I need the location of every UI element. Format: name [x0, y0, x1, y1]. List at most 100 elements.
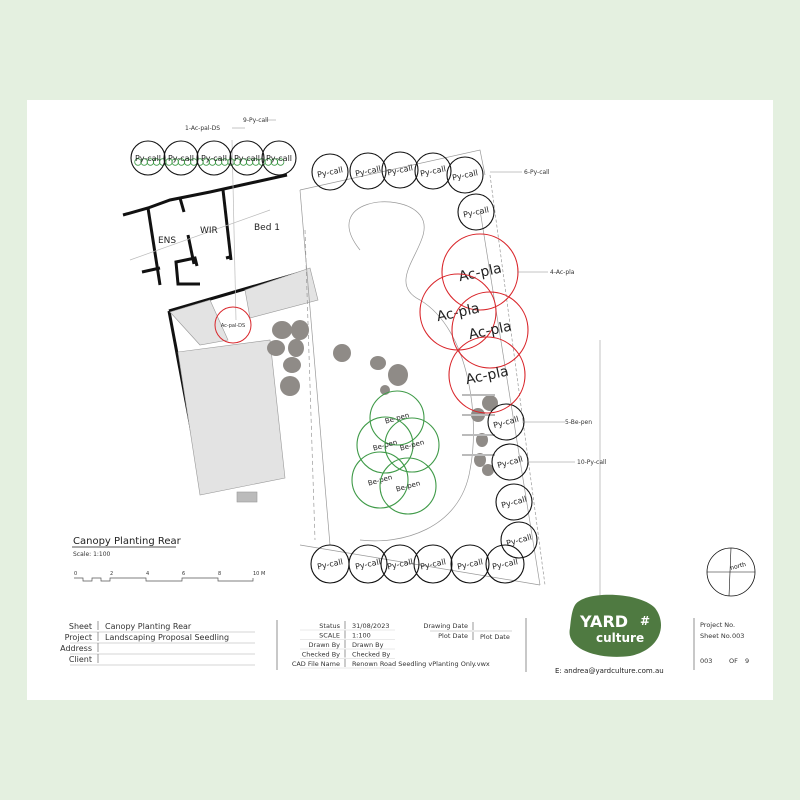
title-block-label: Drawn By — [309, 641, 341, 649]
title-block-label: Project — [65, 633, 92, 642]
yard-culture-logo: YARD # culture — [569, 594, 662, 657]
be-pen-plant-label: Be-pen — [395, 479, 421, 493]
hedge-plant — [183, 158, 192, 166]
svg-text:Project No.: Project No. — [700, 621, 735, 629]
py-call-plant: Py-call — [311, 153, 349, 191]
py-call-plant: Py-call — [310, 544, 350, 584]
scale-tick-label: 0 — [74, 571, 77, 577]
room-label-bed1: Bed 1 — [254, 223, 280, 233]
py-call-plant-canopy — [457, 193, 495, 231]
north-arrow: north — [706, 547, 756, 597]
hedge-plant — [134, 158, 142, 166]
py-call-plant: Py-call — [450, 544, 490, 584]
hedge-plant — [214, 158, 223, 166]
py-call-plant-canopy — [130, 140, 166, 176]
title-block-label: Sheet — [69, 622, 92, 631]
py-call-plant-label: Py-call — [500, 495, 528, 510]
py-call-plant-canopy — [446, 156, 484, 194]
py-call-plant-canopy — [413, 544, 453, 584]
py-call-plant-canopy — [261, 140, 297, 176]
py-call-plant-canopy — [495, 483, 533, 521]
svg-text:OF: OF — [729, 657, 738, 665]
py-call-plant: Py-call — [380, 544, 420, 584]
svg-text:culture: culture — [596, 631, 644, 645]
title-block-label: Address — [60, 644, 92, 653]
hedge-plant — [252, 158, 260, 166]
py-call-plant-canopy — [381, 151, 419, 189]
py-call-plant: Py-call — [261, 140, 297, 176]
py-call-plant-label: Py-call — [419, 557, 446, 571]
py-call-plant: Py-call — [491, 443, 529, 481]
py-call-plant: Py-call — [446, 156, 484, 194]
py-call-plant-label: Py-call — [316, 165, 343, 179]
svg-text:9: 9 — [745, 657, 749, 665]
title-block-value: Landscaping Proposal Seedling — [105, 633, 229, 642]
be-pen-plant: Be-pen — [379, 457, 437, 515]
scale-bar — [74, 577, 254, 582]
py-call-plant-label: Py-call — [354, 557, 381, 571]
svg-text:Plot Date: Plot Date — [480, 633, 510, 641]
ac-pla-plant: Ac-pla — [441, 233, 519, 311]
title-block-right: Project No. Sheet No. 003 003 OF 9 — [700, 621, 749, 665]
svg-text:003: 003 — [732, 632, 744, 640]
py-call-plant-canopy — [380, 544, 420, 584]
title-block-label: SCALE — [319, 632, 340, 640]
hedge-plant — [202, 158, 210, 166]
py-call-plant-label: Py-call — [496, 455, 524, 470]
py-call-plant-label: Py-call — [462, 205, 489, 219]
scale-tick-label: 10 M — [253, 571, 265, 577]
be-pen-plant-canopy — [356, 416, 414, 474]
hedge-plant — [152, 158, 161, 166]
callout-10-py-call: 10-Py-call — [577, 459, 607, 466]
py-call-plant-label: Py-call — [456, 557, 483, 571]
callout-9-py-call: 9-Py-call — [243, 117, 269, 124]
drawing-title: Canopy Planting Rear — [73, 536, 182, 547]
hedge-plant — [165, 158, 173, 166]
room-label-ens: ENS — [158, 236, 176, 246]
title-block-label: Client — [69, 655, 92, 664]
title-block-value: Drawn By — [352, 641, 384, 649]
hedge-plant — [140, 158, 148, 166]
py-call-plant: Py-call — [500, 521, 538, 559]
py-call-plant: Py-call — [413, 544, 453, 584]
title-block-label: CAD File Name — [292, 660, 340, 668]
rocks — [267, 320, 498, 476]
title-block-label: Checked By — [302, 651, 340, 659]
svg-text:Plot Date: Plot Date — [438, 632, 468, 640]
py-call-plant-canopy — [348, 544, 388, 584]
hedge-plant — [171, 158, 179, 166]
svg-text:#: # — [640, 614, 650, 628]
callouts — [232, 119, 575, 463]
svg-text:Drawing Date: Drawing Date — [423, 622, 468, 630]
py-call-plant-label: Py-call — [316, 557, 343, 571]
py-call-plant-canopy — [196, 140, 232, 176]
scale-tick-label: 4 — [146, 571, 149, 577]
scale-tick-label: 2 — [110, 571, 113, 577]
py-call-plant: Py-call — [163, 140, 199, 176]
title-block-dividers — [276, 618, 695, 672]
py-call-plant-label: Py-call — [492, 415, 520, 430]
py-call-plant-canopy — [485, 544, 525, 584]
callout-1-ac-pal-ds: 1-Ac-pal-DS — [185, 125, 220, 132]
hedge-plant — [270, 158, 279, 166]
py-call-plant-label: Py-call — [386, 163, 413, 177]
py-call-plant: Py-call — [487, 403, 525, 441]
ac-pal-ds-plant: Ac-pal-DS — [214, 306, 252, 344]
py-call-plant-canopy — [500, 521, 538, 559]
py-call-plant: Py-call — [495, 483, 533, 521]
ac-pla-plant-canopy — [448, 336, 526, 414]
callout-6-py-call: 6-Py-call — [524, 169, 550, 176]
title-block-value: 1:100 — [352, 632, 371, 640]
room-label-wir: WIR — [200, 226, 218, 236]
title-block-value: Canopy Planting Rear — [105, 622, 192, 631]
be-pen-plant-canopy — [379, 457, 437, 515]
scale-tick-label: 8 — [218, 571, 221, 577]
hedge-plant — [264, 158, 272, 166]
py-call-plant-label: Py-call — [266, 154, 292, 163]
py-call-plant-label: Py-call — [234, 154, 260, 163]
py-call-plant-label: Py-call — [491, 557, 518, 571]
py-call-plant-label: Py-call — [135, 154, 161, 163]
